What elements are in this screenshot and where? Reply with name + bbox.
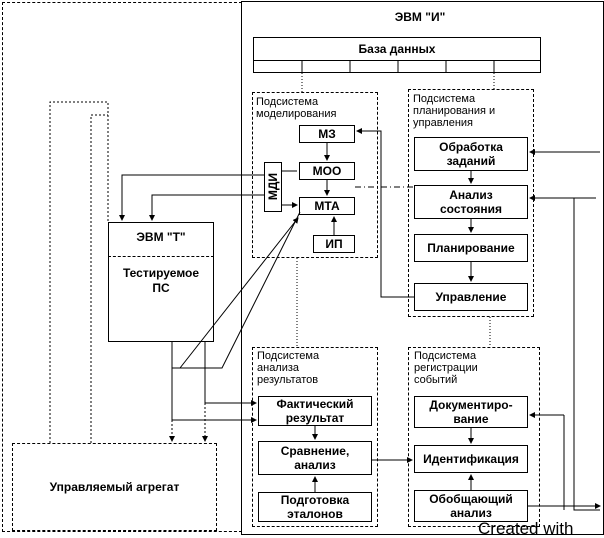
mz-label: МЗ <box>318 127 336 141</box>
actual-result-box: Фактический результат <box>258 396 372 426</box>
mta-box: МТА <box>299 197 355 215</box>
watermark-text: Created with <box>478 519 574 538</box>
task-processing-box: Обработка заданий <box>414 137 528 171</box>
ip-label: ИП <box>325 237 343 251</box>
planning-label: Подсистема планирования и управления <box>413 93 496 129</box>
evm-t-title: ЭВМ "Т" <box>136 230 186 244</box>
controlled-unit-box: Управляемый агрегат <box>12 443 217 531</box>
task-processing-label: Обработка заданий <box>439 140 503 168</box>
evm-t-box <box>108 222 214 342</box>
control-box: Управление <box>414 283 528 311</box>
modeling-label: Подсистема моделирования <box>256 96 337 120</box>
state-analysis-label: Анализ состояния <box>439 188 503 216</box>
planning-label-box: Планирование <box>427 241 515 255</box>
compare-box: Сравнение, анализ <box>258 441 372 475</box>
controlled-unit-label: Управляемый агрегат <box>49 480 180 494</box>
evm-t-divider <box>108 256 214 257</box>
analysis-label: Подсистема анализа результатов <box>257 350 320 386</box>
database-title: База данных <box>358 42 436 56</box>
compare-label: Сравнение, анализ <box>280 444 350 472</box>
actual-result-label: Фактический результат <box>276 397 354 425</box>
mta-label: МТА <box>314 199 340 213</box>
standards-box: Подготовка эталонов <box>258 492 372 522</box>
ip-box: ИП <box>313 235 355 253</box>
standards-label: Подготовка эталонов <box>280 493 350 521</box>
moo-label: МОО <box>312 164 342 178</box>
events-label: Подсистема регистрации событий <box>414 350 478 386</box>
tested-software-label: Тестируемое ПС <box>122 266 200 295</box>
documenting-box: Документиро- вание <box>414 396 528 428</box>
events-subsystem <box>408 347 540 527</box>
mz-box: МЗ <box>299 125 355 143</box>
database-cells <box>253 60 541 73</box>
database-box: База данных <box>253 37 541 61</box>
control-label: Управление <box>435 290 507 304</box>
mdi-box: МДИ <box>264 162 282 212</box>
planning-box: Планирование <box>414 234 528 262</box>
analysis-subsystem <box>252 347 378 527</box>
planning-subsystem <box>408 89 534 317</box>
summary-label: Обобщающий анализ <box>429 492 513 520</box>
identification-box: Идентификация <box>414 445 528 473</box>
state-analysis-box: Анализ состояния <box>414 185 528 219</box>
identification-label: Идентификация <box>423 452 519 466</box>
evm-i-title: ЭВМ "И" <box>394 10 446 24</box>
summary-box: Обобщающий анализ <box>414 490 528 522</box>
moo-box: МОО <box>299 162 355 180</box>
documenting-label: Документиро- вание <box>429 398 513 426</box>
